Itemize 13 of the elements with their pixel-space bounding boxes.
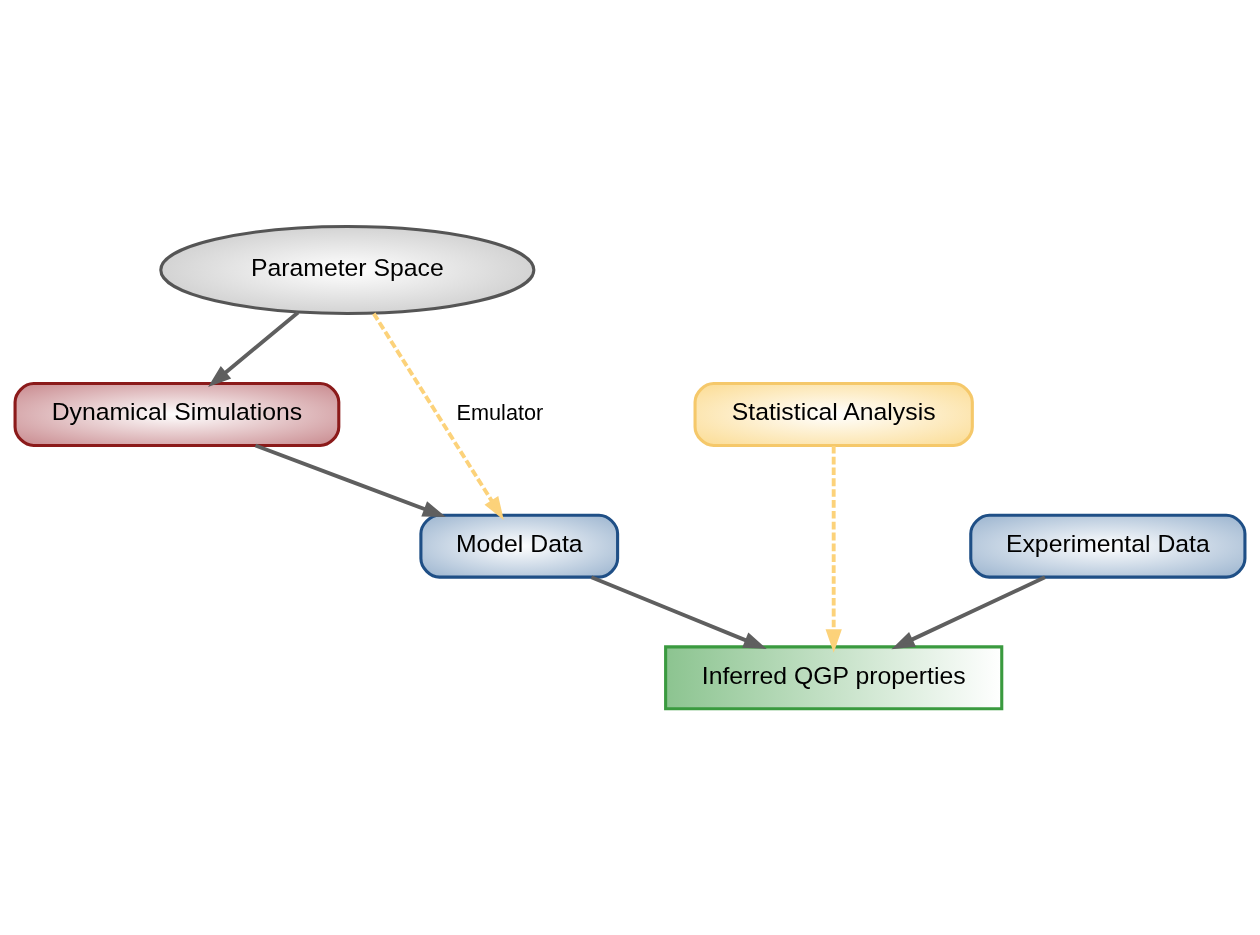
node-box: Dynamical Simulations bbox=[13, 381, 341, 448]
arrow bbox=[891, 575, 1046, 650]
arrow bbox=[590, 575, 767, 649]
arrow bbox=[372, 312, 504, 521]
arrow bbox=[825, 445, 842, 653]
node-box: Inferred QGP properties bbox=[664, 645, 1004, 711]
node-box: Statistical Analysis bbox=[693, 381, 974, 448]
arrow bbox=[254, 443, 446, 518]
node-box: Experimental Data bbox=[969, 513, 1247, 579]
node-box: Model Data bbox=[419, 513, 620, 579]
node-ellipse: Parameter Space bbox=[159, 225, 536, 316]
arrow bbox=[208, 310, 300, 388]
edge-label: Emulator bbox=[456, 400, 544, 426]
